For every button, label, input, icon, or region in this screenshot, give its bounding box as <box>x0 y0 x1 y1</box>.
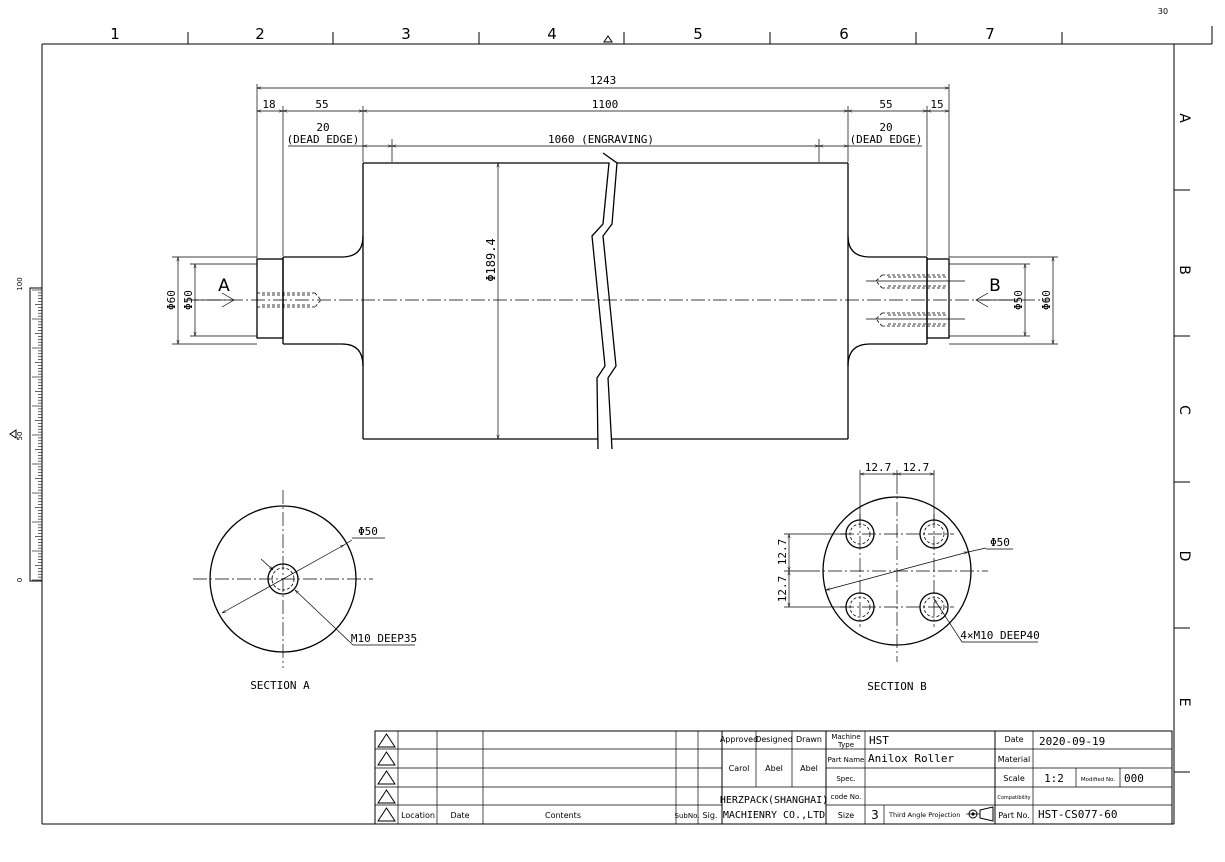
revision-triangles <box>377 733 396 822</box>
section-b-v2: 12.7 <box>776 576 789 603</box>
section-a-view: Φ50 M10 DEEP35 SECTION A <box>193 490 417 692</box>
dim-dead-edge-right-label: (DEAD EDGE) <box>850 133 923 146</box>
scale-label: Scale <box>1003 774 1025 783</box>
rev-header-subno: SubNo. <box>675 812 700 820</box>
section-a-thread: M10 DEEP35 <box>351 632 417 645</box>
section-b-h1: 12.7 <box>865 461 892 474</box>
revision-triangle-icon <box>377 751 396 766</box>
zone-label: 3 <box>401 25 411 43</box>
compatibility-label: Compatibility <box>997 795 1030 801</box>
section-markers: A B <box>194 276 1020 308</box>
zone-labels-right: A B C D E <box>1176 113 1192 706</box>
revision-triangle-icon <box>377 807 396 822</box>
projection-label: Third Angle Projection <box>888 811 960 819</box>
designed-by: Carol <box>729 764 750 773</box>
machine-type-label-2: Type <box>837 741 854 749</box>
zone-label: 1 <box>110 25 120 43</box>
zone-label: 6 <box>839 25 849 43</box>
part-name-label: Part Name <box>828 756 865 764</box>
revision-triangle-icon <box>377 733 396 748</box>
part-name: Anilox Roller <box>868 752 954 765</box>
revision-triangle-icon <box>377 789 396 804</box>
corner-label: 30 <box>1158 7 1168 16</box>
dim-right-d60: Φ60 <box>1040 290 1053 310</box>
dim-body: 1100 <box>592 98 619 111</box>
designed-label: Designed <box>755 735 793 744</box>
section-b-thread: 4×M10 DEEP40 <box>960 629 1039 642</box>
part-no-value: HST-CS077-60 <box>1038 808 1117 821</box>
dim-engraving: 1060 (ENGRAVING) <box>548 133 654 146</box>
company-line-1: HERZPACK(SHANGHAI) <box>720 795 828 806</box>
dim-dead-edge-left-label: (DEAD EDGE) <box>287 133 360 146</box>
machine-type-label-1: Machine <box>831 733 860 741</box>
zone-label: 2 <box>255 25 265 43</box>
size-value: 3 <box>871 808 879 822</box>
scale-ruler: 100 50 0 <box>9 277 43 582</box>
rev-header-location: Location <box>401 811 435 820</box>
drawn-by-1: Abel <box>765 764 783 773</box>
section-a-diameter: Φ50 <box>358 525 378 538</box>
dim-right-d50: Φ50 <box>1012 290 1025 310</box>
drawn-by-2: Abel <box>800 764 818 773</box>
spec-label: Spec. <box>836 775 855 783</box>
section-b-diameter: Φ50 <box>990 536 1010 549</box>
title-block: Location Date Contents SubNo. Sig. Appro… <box>374 730 1173 825</box>
part-no-label: Part No. <box>998 811 1030 820</box>
centering-mark-icon <box>603 35 613 43</box>
ruler-label-mid: 50 <box>16 432 24 441</box>
dim-left-d60: Φ60 <box>165 290 178 310</box>
dim-body-diameter: Φ189.4 <box>484 238 498 281</box>
size-label: Size <box>838 811 855 820</box>
approved-label: Approved <box>720 735 758 744</box>
dim-right-shaft: 15 <box>930 98 943 111</box>
drawn-label: Drawn <box>796 735 822 744</box>
dim-dead-edge-right-value: 20 <box>879 121 892 134</box>
zone-label: 4 <box>547 25 557 43</box>
zone-label: D <box>1176 551 1192 562</box>
zone-label: E <box>1176 698 1192 707</box>
ruler-centering-mark-icon <box>9 429 17 439</box>
zone-label: 7 <box>985 25 995 43</box>
projection-symbol-icon <box>966 806 994 822</box>
section-mark-a: A <box>218 276 230 296</box>
zone-label: C <box>1176 405 1192 415</box>
modified-no-label: Modified No. <box>1081 777 1116 783</box>
rev-header-sig: Sig. <box>703 811 718 820</box>
section-b-h2: 12.7 <box>903 461 930 474</box>
dim-right-neck: 55 <box>879 98 892 111</box>
zone-labels-top: 1 2 3 4 5 6 7 30 <box>110 7 1168 43</box>
dim-dead-edge-left-value: 20 <box>316 121 329 134</box>
dimensions: 1243 18 55 1100 55 15 20 (DEAD EDGE) 106… <box>165 74 1058 440</box>
code-no-label: code No. <box>831 793 862 801</box>
section-a-title: SECTION A <box>250 679 310 692</box>
section-b-title: SECTION B <box>867 680 927 693</box>
material-label: Material <box>998 755 1031 764</box>
roller-view <box>185 152 1050 450</box>
ruler-label-bottom: 0 <box>16 578 24 582</box>
section-b-view: 12.7 12.7 12.7 12.7 Φ50 4×M10 DEEP40 SEC… <box>776 461 1040 693</box>
ruler-label-top: 100 <box>16 277 24 290</box>
company-line-2: MACHIENRY CO.,LTD <box>723 810 825 821</box>
date-label: Date <box>1004 735 1023 744</box>
dim-overall: 1243 <box>590 74 617 87</box>
section-b-v1: 12.7 <box>776 539 789 566</box>
rev-header-date: Date <box>450 811 469 820</box>
modified-no-value: 000 <box>1124 772 1144 785</box>
machine-type: HST <box>869 734 889 747</box>
dim-left-d50: Φ50 <box>182 290 195 310</box>
zone-label: A <box>1176 113 1192 123</box>
revision-triangle-icon <box>377 770 396 785</box>
scale-value: 1:2 <box>1044 772 1064 785</box>
rev-header-contents: Contents <box>545 811 581 820</box>
zone-label: 5 <box>693 25 703 43</box>
zone-label: B <box>1176 265 1192 275</box>
dim-left-neck: 55 <box>315 98 328 111</box>
date-value: 2020-09-19 <box>1039 735 1105 748</box>
dim-left-shaft: 18 <box>262 98 275 111</box>
section-mark-b: B <box>989 276 1001 296</box>
